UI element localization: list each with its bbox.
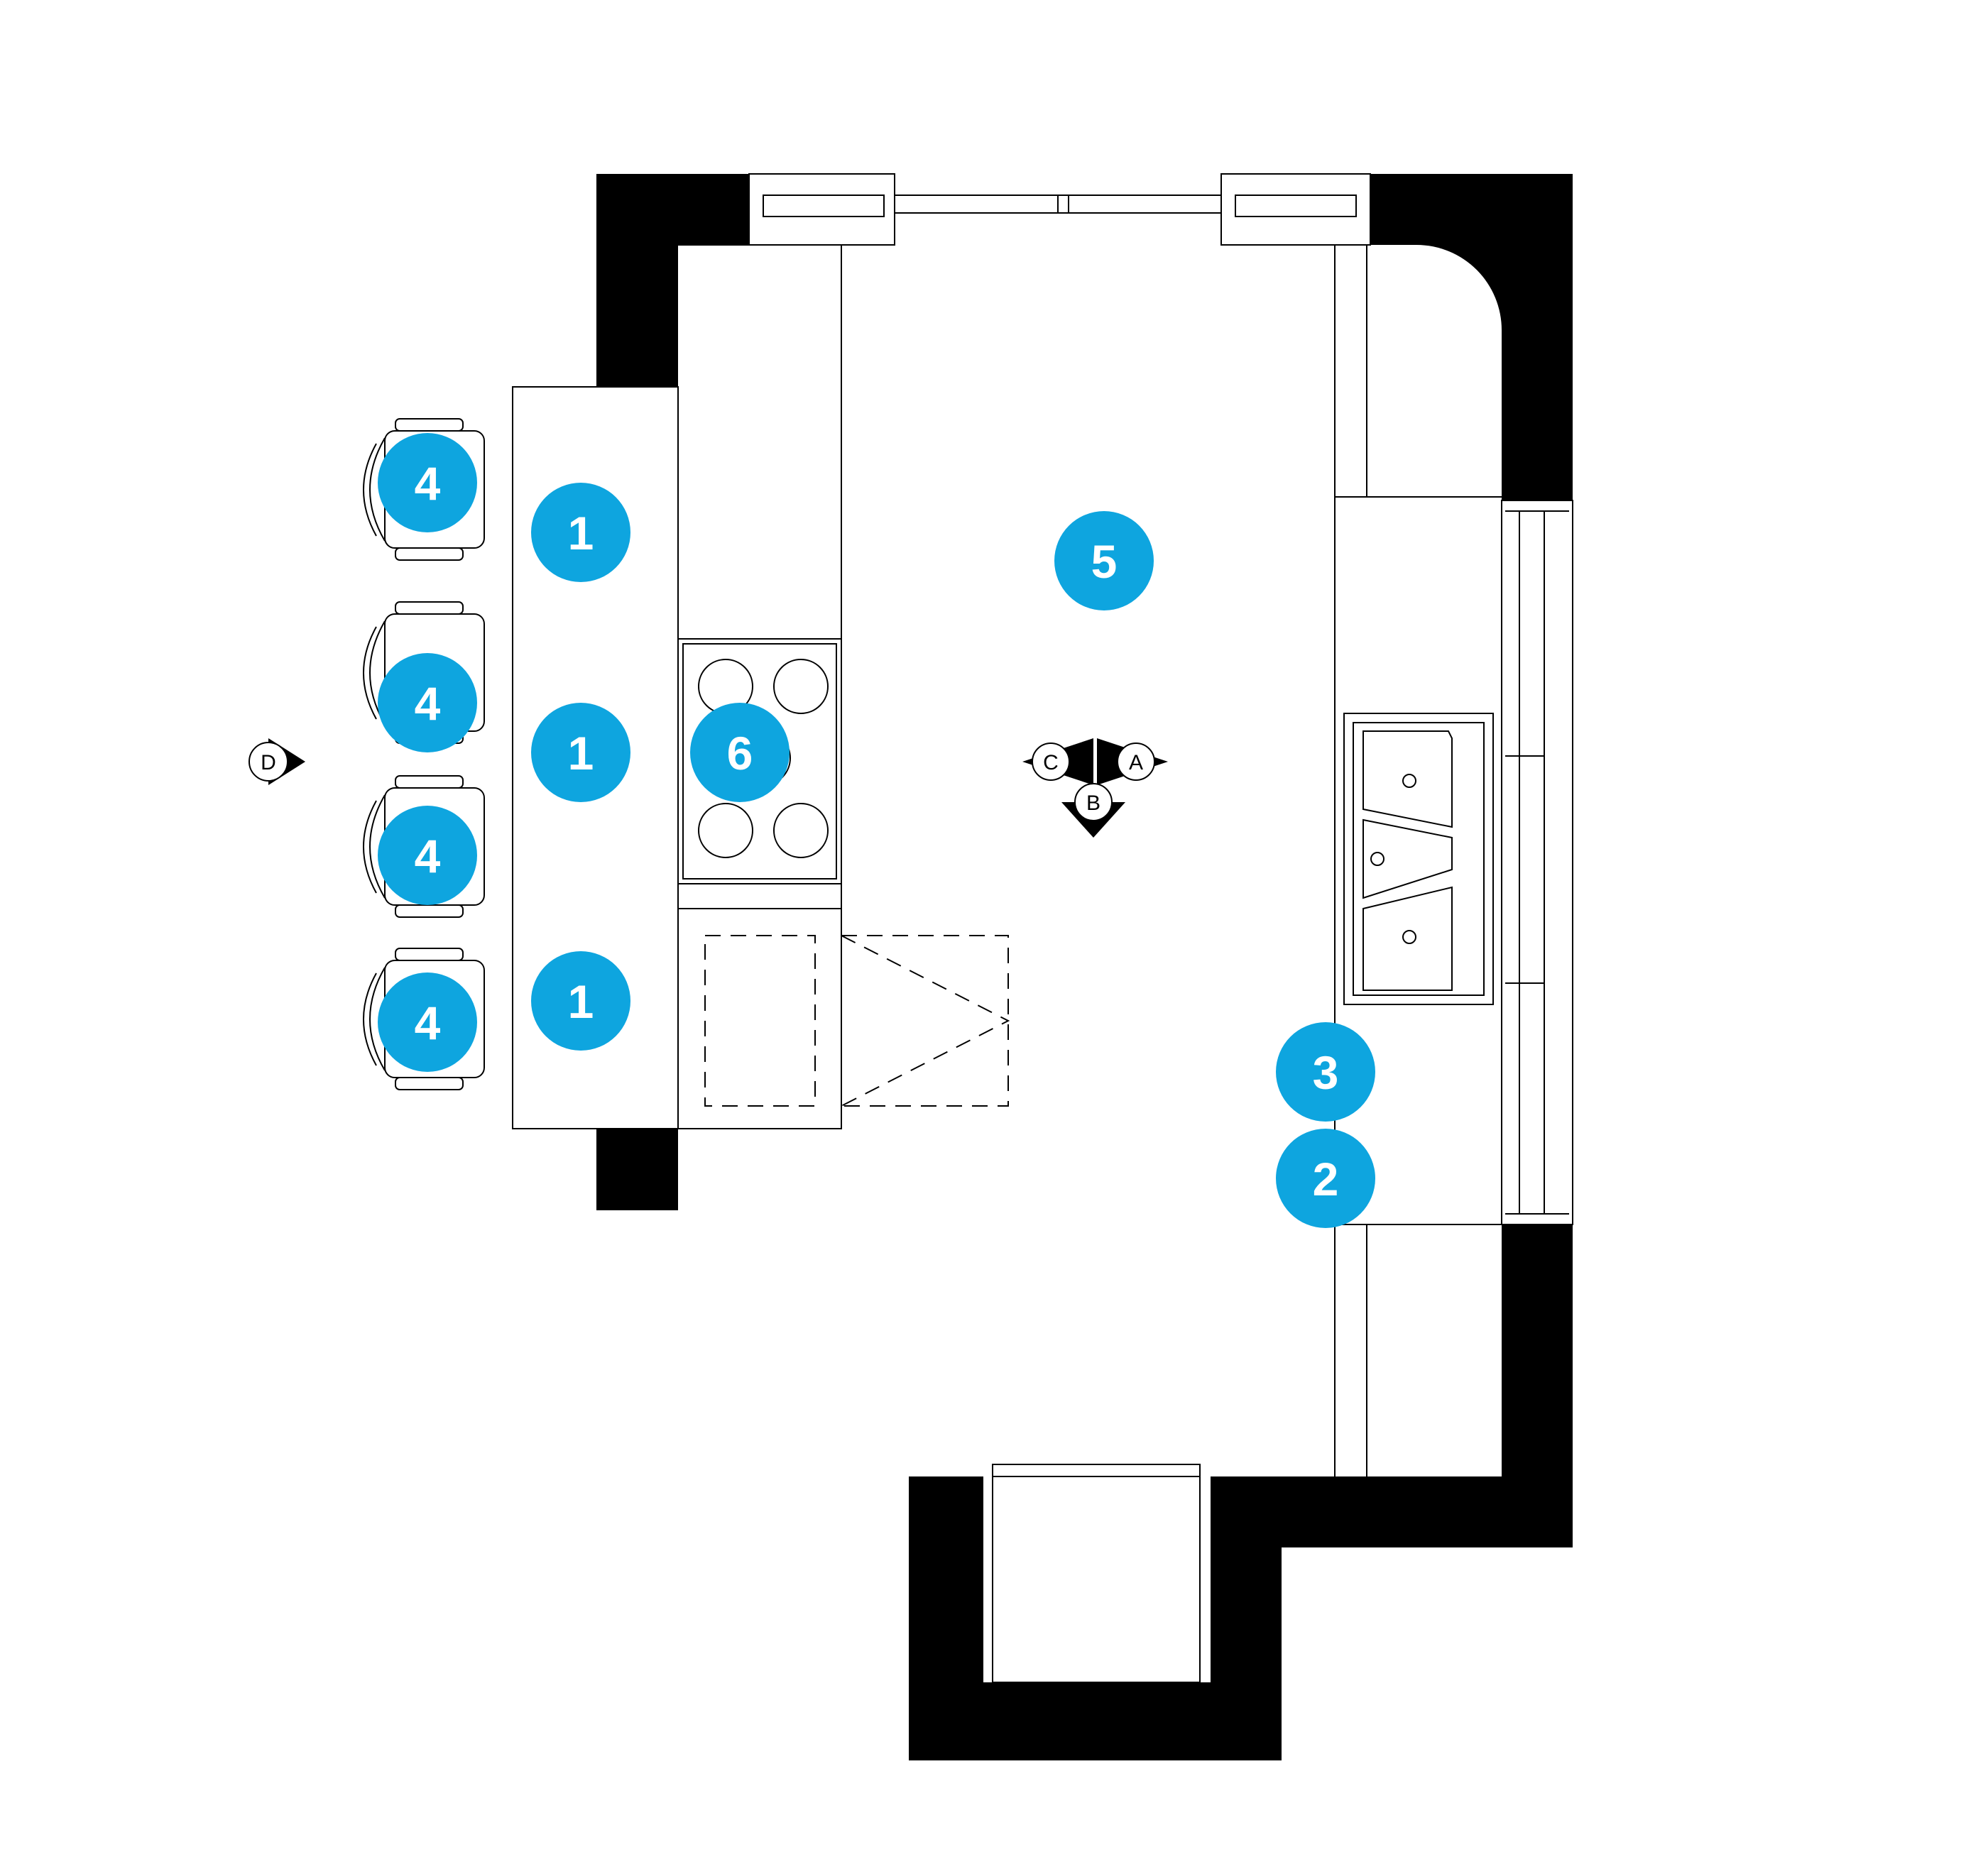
marker-1a[interactable]: 1 bbox=[531, 483, 630, 582]
burner-icon bbox=[773, 803, 829, 858]
window-sash-right bbox=[1235, 194, 1357, 217]
alcove-cabinet bbox=[992, 1464, 1201, 1683]
marker-label: 4 bbox=[415, 997, 441, 1049]
drain-icon bbox=[1370, 852, 1384, 866]
drain-icon bbox=[1402, 930, 1416, 944]
marker-4d[interactable]: 4 bbox=[378, 972, 477, 1072]
alcove-unit bbox=[992, 1464, 1201, 1683]
marker-label: 1 bbox=[568, 975, 594, 1028]
marker-1b[interactable]: 1 bbox=[531, 703, 630, 802]
top-window bbox=[748, 173, 1371, 246]
right-window bbox=[1501, 500, 1573, 1225]
marker-label: 5 bbox=[1091, 535, 1118, 588]
marker-label: 1 bbox=[568, 727, 594, 779]
marker-2[interactable]: 2 bbox=[1276, 1129, 1375, 1228]
drain-icon bbox=[1402, 774, 1416, 788]
marker-3[interactable]: 3 bbox=[1276, 1022, 1375, 1122]
marker-5[interactable]: 5 bbox=[1054, 511, 1154, 610]
walls bbox=[596, 174, 1573, 1760]
burner-icon bbox=[773, 659, 829, 714]
view-marker-d: D bbox=[261, 751, 276, 774]
view-marker-c: C bbox=[1043, 751, 1059, 774]
window-frame-left bbox=[748, 173, 895, 246]
wall-left-lower bbox=[596, 1129, 678, 1210]
view-marker-d-group: D bbox=[248, 738, 305, 785]
marker-4a[interactable]: 4 bbox=[378, 433, 477, 532]
oven bbox=[677, 908, 1010, 1129]
marker-label: 4 bbox=[415, 677, 441, 730]
cooktop-frame bbox=[677, 638, 842, 884]
sink-basin bbox=[1362, 818, 1453, 899]
oven-door-swing bbox=[841, 935, 1009, 1107]
marker-label: 3 bbox=[1313, 1046, 1339, 1099]
right-counter bbox=[1334, 245, 1502, 1476]
window-frame-right-wall bbox=[1501, 500, 1573, 1225]
view-marker-abc: C A B bbox=[1022, 738, 1168, 838]
marker-label: 1 bbox=[568, 507, 594, 559]
marker-1c[interactable]: 1 bbox=[531, 951, 630, 1051]
marker-label: 2 bbox=[1313, 1153, 1339, 1205]
sink-basin bbox=[1362, 886, 1453, 991]
wall-left-upper bbox=[596, 174, 678, 387]
wall-top-right bbox=[1370, 174, 1573, 500]
sink-basin bbox=[1362, 730, 1453, 828]
oven-frame bbox=[677, 908, 842, 1129]
burner-icon bbox=[698, 803, 753, 858]
marker-4c[interactable]: 4 bbox=[378, 806, 477, 905]
sink bbox=[1343, 713, 1494, 1005]
marker-label: 6 bbox=[727, 727, 753, 779]
marker-label: 4 bbox=[415, 830, 441, 882]
window-sash-left bbox=[763, 194, 885, 217]
wall-alcove-left bbox=[909, 1476, 983, 1760]
window-frame-right bbox=[1220, 173, 1371, 246]
view-marker-a: A bbox=[1129, 751, 1143, 774]
view-marker-b: B bbox=[1086, 791, 1100, 815]
marker-6[interactable]: 6 bbox=[690, 703, 790, 802]
marker-label: 4 bbox=[415, 457, 441, 510]
oven-interior bbox=[704, 935, 816, 1107]
marker-4b[interactable]: 4 bbox=[378, 653, 477, 752]
